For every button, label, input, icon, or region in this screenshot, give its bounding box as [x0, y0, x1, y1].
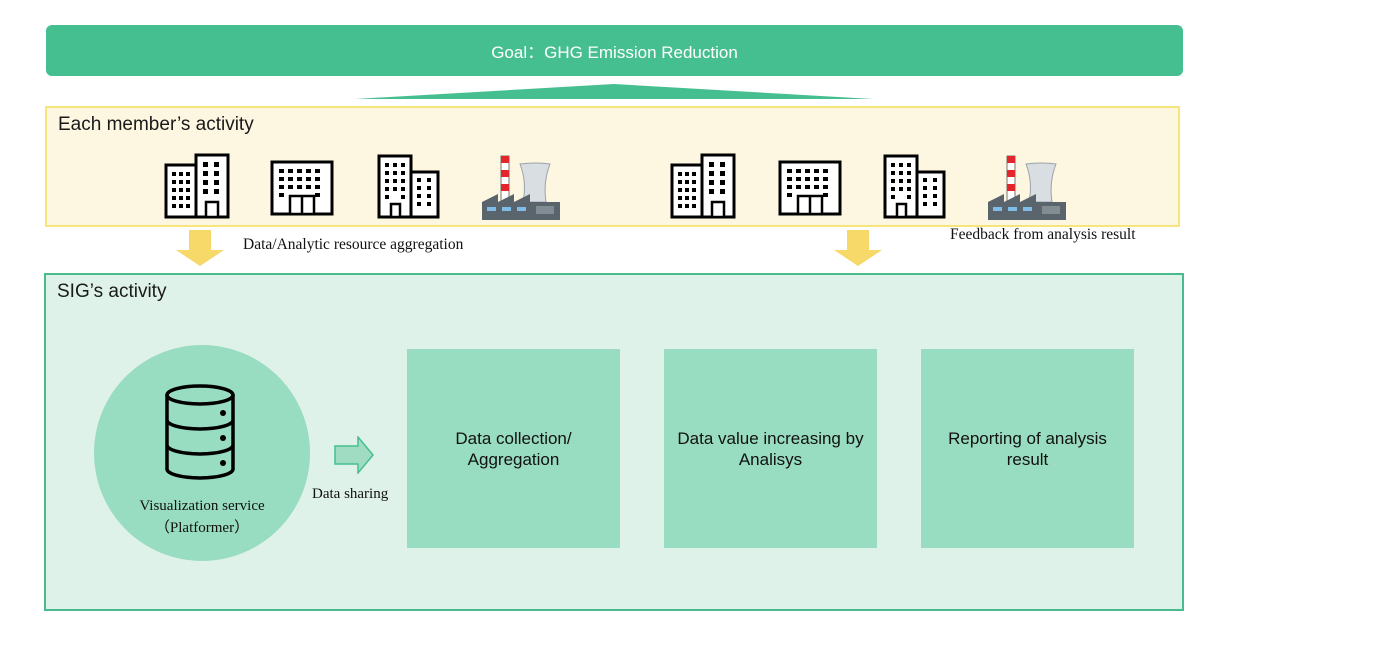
power-plant-icon [480, 152, 562, 222]
power-plant-icon [986, 152, 1068, 222]
step-box-analysis: Data value increasing by Analisys [664, 349, 877, 548]
feedback-down-arrow [834, 230, 882, 266]
step-label: Reporting of analysis result [948, 428, 1107, 469]
data-sharing-right-arrow [334, 436, 374, 474]
goal-text: Goal：GHG Emission Reduction [491, 43, 738, 62]
building-double-icon [376, 154, 442, 220]
step-label: Data value increasing by Analisys [677, 428, 864, 469]
goal-wedge-arrow [355, 84, 873, 99]
building-wide-icon [270, 160, 334, 216]
sig-activity-title: SIG’s activity [57, 281, 167, 302]
building-tall-icon [164, 152, 232, 220]
member-activity-title: Each member’s activity [58, 114, 254, 135]
step-label: Data collection/ Aggregation [455, 428, 572, 469]
goal-banner: Goal：GHG Emission Reduction [46, 25, 1183, 76]
data-sharing-label: Data sharing [312, 486, 389, 502]
platform-label: Visualization service （Platformer） [94, 495, 310, 539]
building-wide-icon [778, 160, 842, 216]
feedback-label: Feedback from analysis result [950, 226, 1136, 243]
member-activity-panel: Each member’s activity [45, 106, 1180, 227]
aggregation-down-arrow [176, 230, 224, 266]
building-tall-icon [670, 152, 738, 220]
building-double-icon [882, 154, 948, 220]
step-box-collection: Data collection/ Aggregation [407, 349, 620, 548]
database-icon [165, 384, 235, 480]
platform-label-line2: （Platformer） [154, 520, 250, 536]
step-box-reporting: Reporting of analysis result [921, 349, 1134, 548]
platform-label-line1: Visualization service [139, 498, 265, 514]
aggregation-label: Data/Analytic resource aggregation [243, 236, 464, 253]
